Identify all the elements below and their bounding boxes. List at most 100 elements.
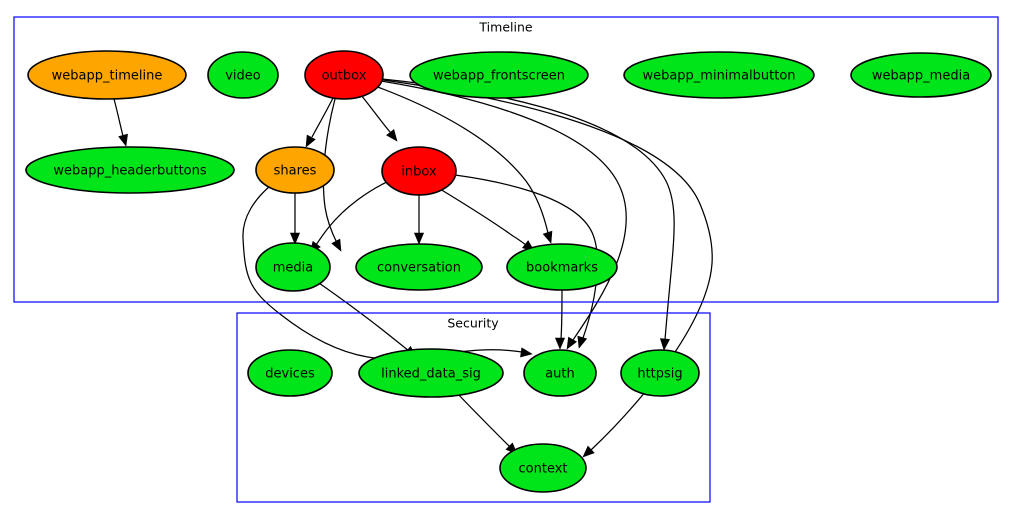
node-label: shares	[274, 164, 317, 179]
node-label: devices	[265, 367, 315, 382]
node-shape[interactable]	[850, 52, 992, 98]
node-shape[interactable]	[355, 243, 483, 291]
node-shares[interactable]: shares	[255, 146, 335, 194]
node-video[interactable]: video	[207, 51, 279, 99]
node-shape[interactable]	[358, 348, 504, 398]
node-httpsig[interactable]: httpsig	[620, 349, 700, 397]
edge-line	[318, 282, 410, 352]
node-label: outbox	[322, 69, 367, 84]
node-label: video	[225, 69, 261, 84]
node-label: webapp_minimalbutton	[642, 69, 795, 84]
node-webapp_timeline[interactable]: webapp_timeline	[27, 50, 187, 100]
node-webapp_headerbuttons[interactable]: webapp_headerbuttons	[25, 146, 235, 194]
node-webapp_frontscreen[interactable]: webapp_frontscreen	[409, 51, 589, 99]
edge-arrowhead	[582, 445, 595, 458]
node-shape[interactable]	[506, 243, 618, 291]
edge-linked_data_sig-to-context	[456, 392, 518, 455]
edge-outbox-to-media	[322, 98, 342, 252]
node-label: httpsig	[637, 367, 682, 382]
node-shape[interactable]	[499, 443, 587, 493]
node-label: auth	[545, 367, 575, 382]
cluster-label: Timeline	[478, 20, 532, 35]
edge-inbox-to-bookmarks	[439, 188, 535, 252]
node-label: webapp_headerbuttons	[53, 164, 207, 179]
node-label: conversation	[377, 261, 461, 276]
node-label: linked_data_sig	[381, 367, 481, 382]
edge-line	[439, 188, 527, 246]
node-context[interactable]: context	[499, 443, 587, 493]
edge-line	[322, 98, 338, 244]
node-shape[interactable]	[25, 146, 235, 194]
edge-outbox-to-auth	[380, 80, 627, 350]
edge-bookmarks-to-auth	[554, 289, 566, 350]
edge-arrowhead	[520, 347, 533, 358]
edge-line	[360, 94, 391, 133]
edge-media-to-linked_data_sig	[318, 282, 417, 358]
edge-arrowhead	[331, 238, 342, 252]
edge-line	[454, 174, 598, 339]
node-shape[interactable]	[27, 50, 187, 100]
edge-arrowhead	[542, 230, 553, 244]
edge-outbox-to-shares	[305, 97, 334, 148]
node-linked_data_sig[interactable]: linked_data_sig	[358, 348, 504, 398]
edge-arrowhead	[566, 336, 578, 350]
edge-line	[380, 80, 627, 341]
node-webapp_media[interactable]: webapp_media	[850, 52, 992, 98]
edge-line	[560, 289, 563, 340]
node-inbox[interactable]: inbox	[381, 146, 457, 196]
node-shape[interactable]	[409, 51, 589, 99]
nodes-layer: webapp_timeline video outbox webapp_frontsc…	[25, 50, 992, 493]
edge-inbox-to-auth	[454, 174, 598, 349]
edge-arrowhead	[554, 337, 566, 350]
cluster-border	[236, 312, 711, 503]
node-shape[interactable]	[247, 349, 333, 397]
node-conversation[interactable]: conversation	[355, 243, 483, 291]
edge-arrowhead	[659, 338, 671, 351]
node-label: webapp_media	[872, 69, 970, 84]
cluster-border	[13, 16, 999, 303]
node-shape[interactable]	[304, 50, 384, 100]
node-shape[interactable]	[255, 146, 335, 194]
edge-outbox-to-httpsig	[381, 78, 675, 351]
node-label: webapp_frontscreen	[433, 69, 565, 84]
node-label: webapp_timeline	[52, 69, 163, 84]
cluster-timeline: Timeline	[13, 16, 999, 303]
node-webapp_minimalbutton[interactable]: webapp_minimalbutton	[623, 51, 815, 99]
node-shape[interactable]	[623, 51, 815, 99]
cluster-security: Security	[236, 312, 711, 503]
node-shape[interactable]	[381, 146, 457, 196]
node-shape[interactable]	[620, 349, 700, 397]
edge-arrowhead	[118, 133, 128, 147]
edge-line	[456, 392, 511, 448]
edge-inbox-to-media	[309, 179, 392, 254]
node-auth[interactable]: auth	[523, 349, 597, 397]
node-bookmarks[interactable]: bookmarks	[506, 243, 618, 291]
edge-arrowhead	[305, 134, 316, 148]
cluster-label: Security	[447, 316, 499, 331]
edge-inbox-to-conversation	[413, 195, 425, 245]
edge-arrowhead	[413, 232, 425, 245]
node-shape[interactable]	[207, 51, 279, 99]
edge-arrowhead	[386, 128, 398, 142]
node-shape[interactable]	[255, 242, 331, 292]
node-media[interactable]: media	[255, 242, 331, 292]
edge-webapp_timeline-to-webapp_headerbuttons	[113, 98, 128, 147]
node-label: media	[273, 261, 314, 276]
edge-outbox-to-bookmarks	[374, 85, 553, 244]
node-label: inbox	[401, 165, 437, 180]
edge-outbox-to-inbox	[360, 94, 398, 142]
edges-layer	[113, 78, 713, 458]
edge-arrowhead	[577, 335, 588, 349]
edge-shares-to-media	[289, 193, 301, 245]
edge-line	[374, 85, 549, 234]
node-devices[interactable]: devices	[247, 349, 333, 397]
edge-line	[311, 97, 334, 138]
node-shape[interactable]	[523, 349, 597, 397]
edge-line	[113, 98, 124, 137]
edge-arrowhead	[289, 232, 301, 245]
node-outbox[interactable]: outbox	[304, 50, 384, 100]
node-label: bookmarks	[526, 261, 598, 276]
